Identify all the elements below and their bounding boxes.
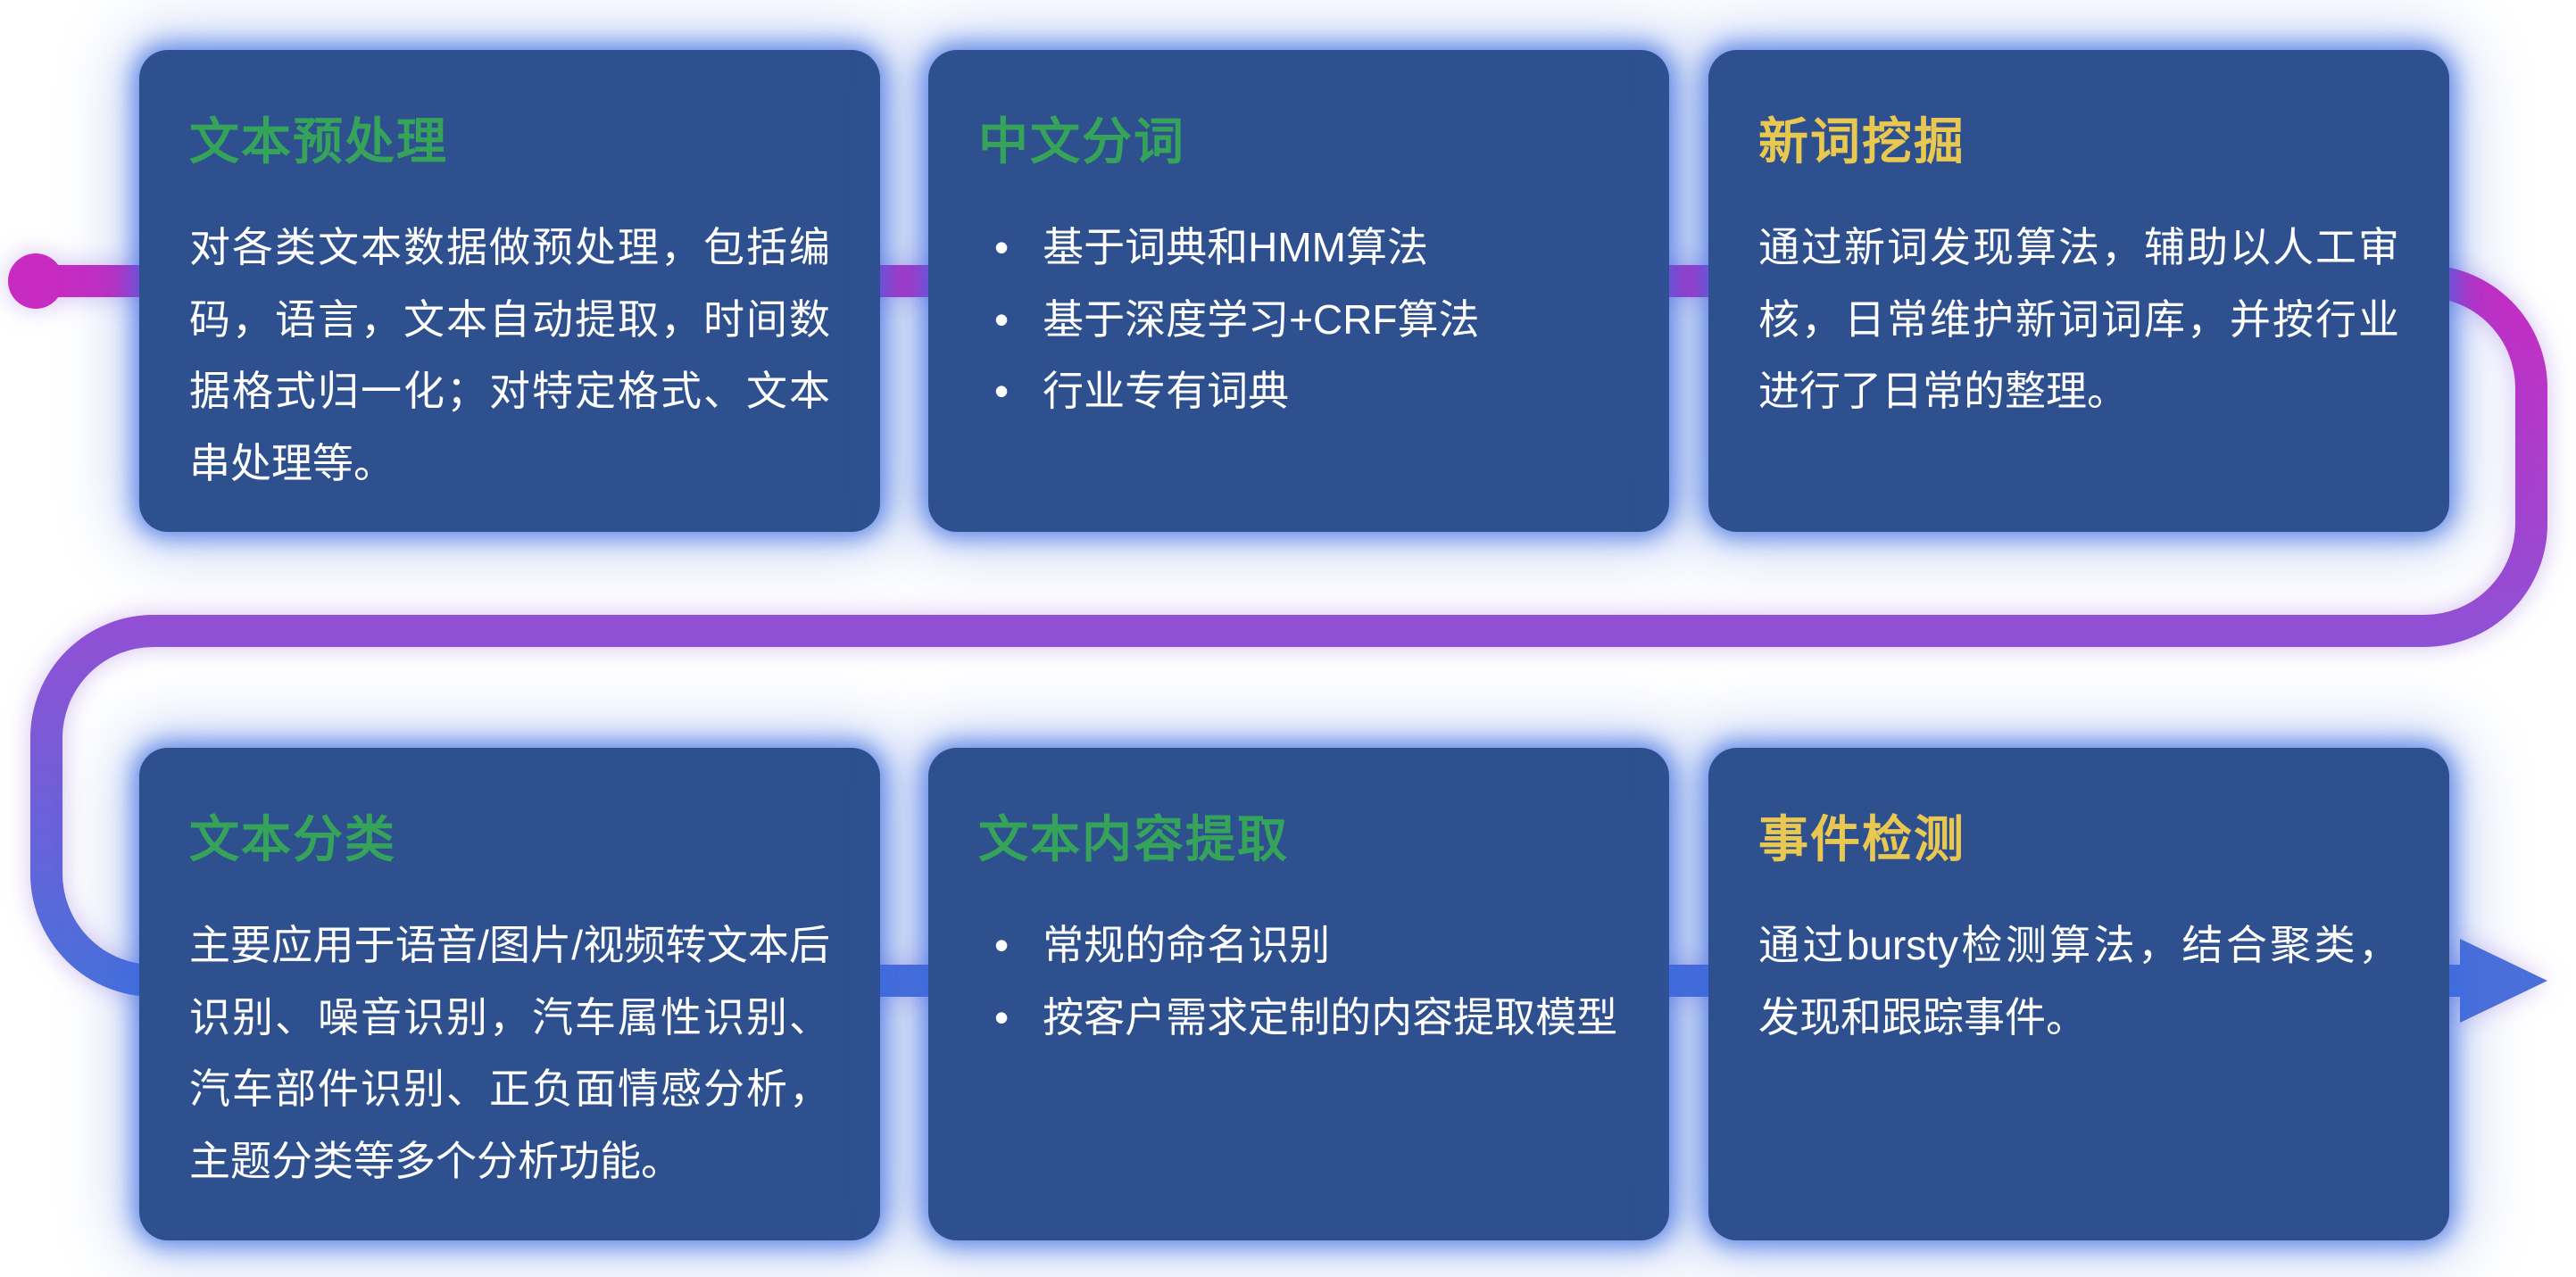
bullet-item: • 按客户需求定制的内容提取模型 <box>978 982 1619 1054</box>
bullet-dot: • <box>994 922 1010 968</box>
bullet-dot: • <box>994 224 1010 270</box>
card-text-preprocessing: 文本预处理 对各类文本数据做预处理，包括编码，语言，文本自动提取，时间数据格式归… <box>139 50 880 532</box>
card-title: 新词挖掘 <box>1758 113 1965 170</box>
bullet-text: 行业专有词典 <box>1043 368 1290 414</box>
card-body: 主要应用于语音/图片/视频转文本后识别、噪音识别，汽车属性识别、汽车部件识别、正… <box>189 922 830 1184</box>
card-title: 文本预处理 <box>189 113 448 170</box>
card-body: 对各类文本数据做预处理，包括编码，语言，文本自动提取，时间数据格式归一化；对特定… <box>189 224 830 486</box>
card-body: 通过新词发现算法，辅助以人工审核，日常维护新词词库，并按行业进行了日常的整理。 <box>1758 224 2399 414</box>
card-text-classification: 文本分类 主要应用于语音/图片/视频转文本后识别、噪音识别，汽车属性识别、汽车部… <box>139 748 880 1240</box>
bullet-item: • 行业专有词典 <box>978 355 1619 427</box>
bullet-dot: • <box>994 368 1010 414</box>
bullet-item: • 基于词典和HMM算法 <box>978 211 1619 284</box>
bullet-text: 基于深度学习+CRF算法 <box>1043 295 1480 343</box>
flow-start-dot <box>8 253 63 309</box>
bullet-list: • 常规的命名识别 • 按客户需求定制的内容提取模型 <box>978 909 1619 1053</box>
flow-line <box>14 265 2547 997</box>
flow-end-arrow-icon <box>2460 939 2547 1023</box>
card-event-detection: 事件检测 通过bursty检测算法，结合聚类，发现和跟踪事件。 <box>1708 748 2449 1240</box>
card-title: 中文分词 <box>978 113 1185 170</box>
bullet-item: • 基于深度学习+CRF算法 <box>978 284 1619 356</box>
card-chinese-word-segmentation: 中文分词 • 基于词典和HMM算法 • 基于深度学习+CRF算法 • 行业专有词… <box>928 50 1669 532</box>
bullet-item: • 常规的命名识别 <box>978 909 1619 982</box>
bullet-dot: • <box>994 295 1010 343</box>
card-new-word-mining: 新词挖掘 通过新词发现算法，辅助以人工审核，日常维护新词词库，并按行业进行了日常… <box>1708 50 2449 532</box>
bullet-text: 按客户需求定制的内容提取模型 <box>1043 993 1618 1041</box>
card-title: 事件检测 <box>1758 811 1965 867</box>
card-title: 文本内容提取 <box>978 811 1289 867</box>
card-title: 文本分类 <box>189 811 396 867</box>
bullet-list: • 基于词典和HMM算法 • 基于深度学习+CRF算法 • 行业专有词典 <box>978 211 1619 427</box>
bullet-text: 基于词典和HMM算法 <box>1043 224 1428 270</box>
card-text-content-extraction: 文本内容提取 • 常规的命名识别 • 按客户需求定制的内容提取模型 <box>928 748 1669 1240</box>
bullet-text: 常规的命名识别 <box>1043 922 1331 968</box>
card-body: 通过bursty检测算法，结合聚类，发现和跟踪事件。 <box>1758 922 2399 1041</box>
bullet-dot: • <box>994 993 1010 1041</box>
